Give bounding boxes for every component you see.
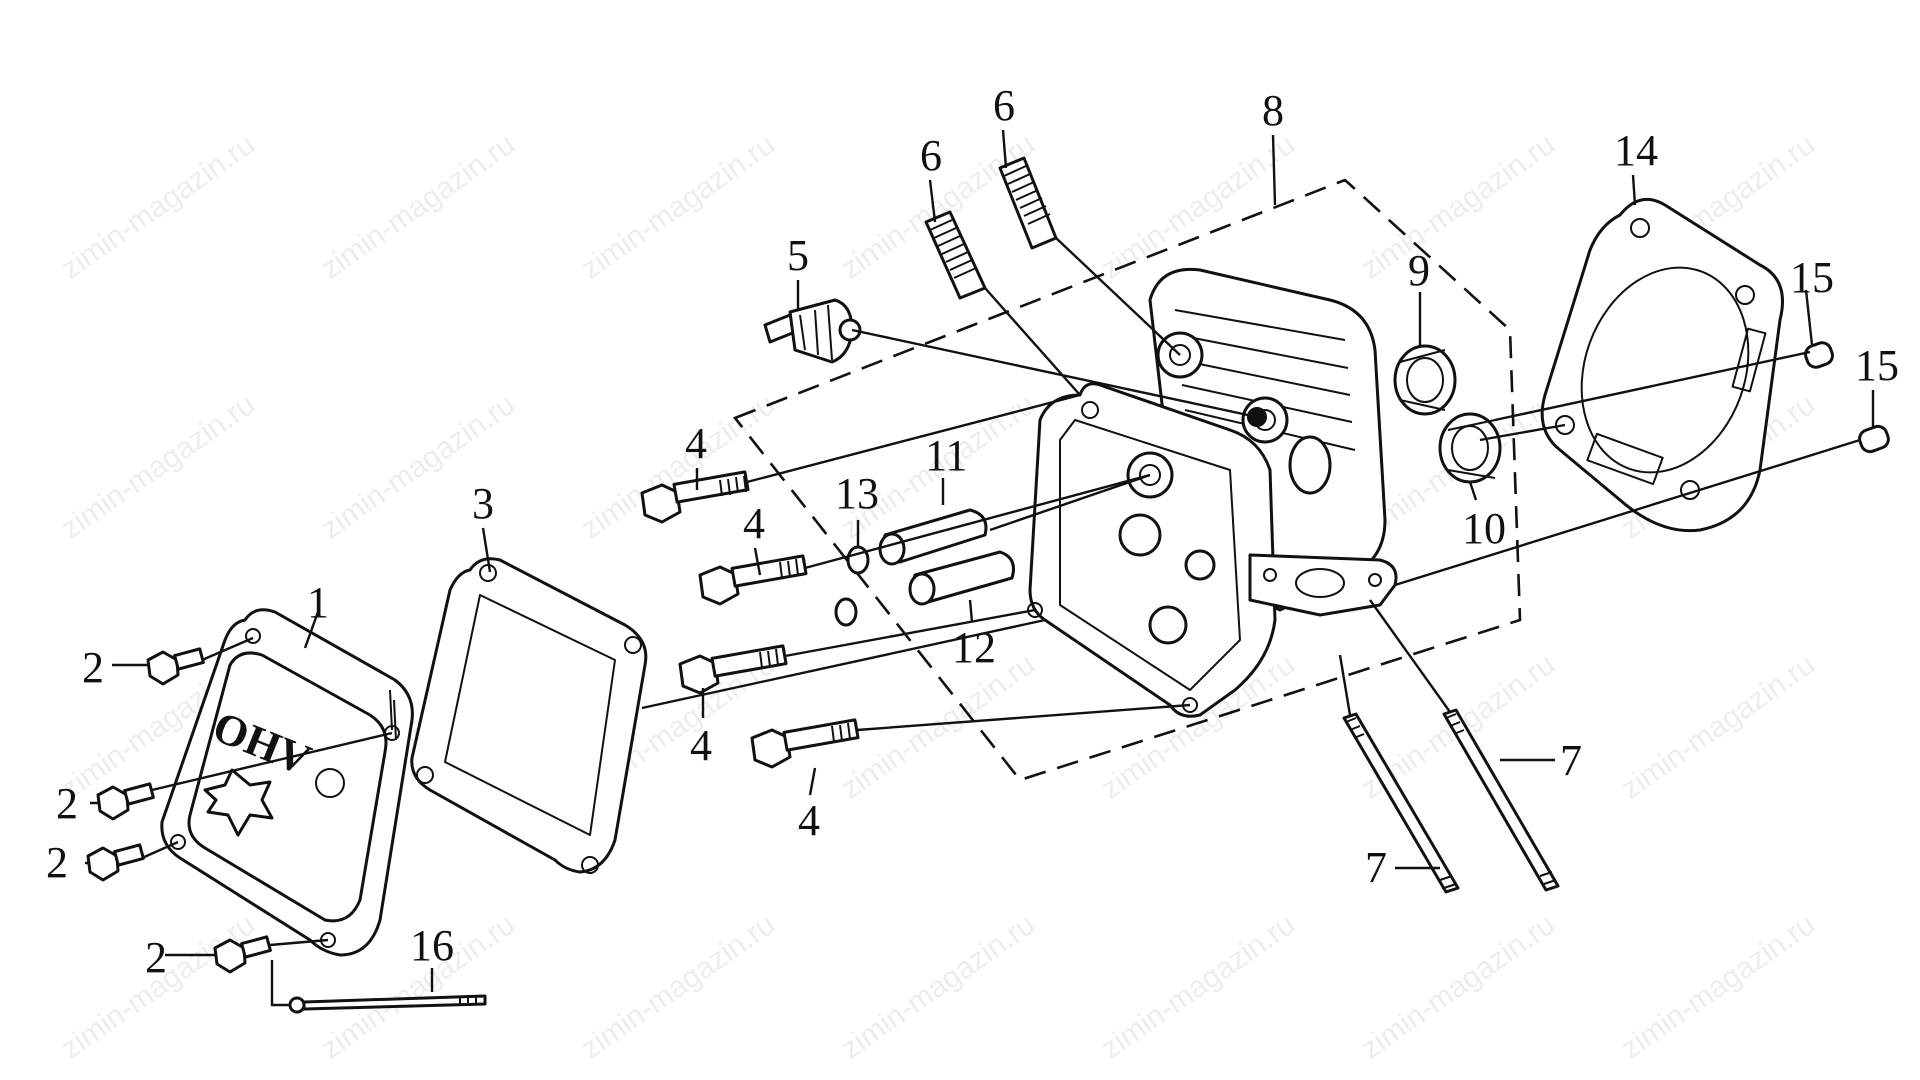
callout-2-b: 2 <box>56 779 78 828</box>
callout-1: 1 <box>307 578 329 627</box>
callout-16: 16 <box>410 921 454 970</box>
callout-10: 10 <box>1462 504 1506 553</box>
stud-part-7-right <box>1442 708 1560 892</box>
cover-bolt-part-2-d <box>213 935 272 974</box>
head-bolt-part-4-a <box>640 470 750 524</box>
watermark-text: zimin-magazin.ru <box>1615 908 1821 1066</box>
breather-pin-part-16 <box>288 994 487 1014</box>
cover-bolt-part-2-b <box>96 782 155 821</box>
watermark-text: zimin-magazin.ru <box>835 908 1041 1066</box>
callout-13: 13 <box>835 469 879 518</box>
guide-tube-part-11 <box>878 508 988 566</box>
callout-7-a: 7 <box>1560 736 1582 785</box>
cylinder-head-part-8 <box>1027 267 1398 718</box>
callout-labels: 1 2 2 2 2 3 4 4 4 4 5 6 6 7 7 8 9 10 11 … <box>46 81 1899 982</box>
callout-4-a: 4 <box>685 419 707 468</box>
callout-2-c: 2 <box>46 838 68 887</box>
watermark-text: zimin-magazin.ru <box>1615 648 1821 806</box>
o-ring-part-13-lower <box>834 597 858 627</box>
callout-8: 8 <box>1262 86 1284 135</box>
callout-7-b: 7 <box>1365 843 1387 892</box>
callout-5: 5 <box>787 231 809 280</box>
cover-bolt-part-2-c <box>86 843 145 882</box>
valve-stud-part-6-left <box>924 210 987 300</box>
guide-tube-part-12 <box>908 550 1015 606</box>
callout-2-a: 2 <box>82 643 104 692</box>
watermark-text: zimin-magazin.ru <box>315 128 521 286</box>
head-bolt-part-4-c <box>678 644 788 695</box>
watermark-text: zimin-magazin.ru <box>1095 908 1301 1066</box>
stud-part-7-left <box>1342 712 1460 894</box>
leader-lines <box>85 129 1875 1007</box>
head-assembly-boundary <box>732 178 1522 782</box>
callout-2-d: 2 <box>145 933 167 982</box>
watermark-text: zimin-magazin.ru <box>1355 908 1561 1066</box>
callout-4-d: 4 <box>798 796 820 845</box>
dowel-pin-part-15-lower <box>1858 424 1890 454</box>
callout-4-c: 4 <box>690 721 712 770</box>
spark-plug-part-5 <box>763 298 862 364</box>
callout-14: 14 <box>1614 126 1658 175</box>
callout-15-a: 15 <box>1790 253 1834 302</box>
callout-3: 3 <box>472 479 494 528</box>
dowel-pin-part-15-upper <box>1804 341 1834 369</box>
watermark-text: zimin-magazin.ru <box>835 648 1041 806</box>
watermark-text: zimin-magazin.ru <box>575 128 781 286</box>
watermark-text: zimin-magazin.ru <box>55 908 261 1066</box>
callout-15-b: 15 <box>1855 341 1899 390</box>
watermark-text: zimin-magazin.ru <box>55 388 261 546</box>
callout-9: 9 <box>1408 246 1430 295</box>
callout-12: 12 <box>952 623 996 672</box>
valve-cover-part-1: OHV <box>160 608 414 957</box>
head-bolt-part-4-d <box>750 718 860 769</box>
watermark-text: zimin-magazin.ru <box>55 128 261 286</box>
head-gasket-part-14 <box>1540 197 1784 533</box>
cover-gasket-part-3 <box>410 557 648 874</box>
callout-11: 11 <box>925 431 967 480</box>
callout-4-b: 4 <box>743 499 765 548</box>
watermark-text: zimin-magazin.ru <box>1355 128 1561 286</box>
watermark-text: zimin-magazin.ru <box>1095 128 1301 286</box>
callout-6-b: 6 <box>993 81 1015 130</box>
callout-6-a: 6 <box>920 131 942 180</box>
cover-bolt-part-2-a <box>146 647 205 686</box>
valve-seal-part-9 <box>1393 344 1457 416</box>
valve-seal-part-10 <box>1438 412 1502 484</box>
valve-stud-part-6-right <box>998 156 1058 250</box>
watermark-text: zimin-magazin.ru <box>575 908 781 1066</box>
head-bolt-part-4-b <box>698 554 808 606</box>
